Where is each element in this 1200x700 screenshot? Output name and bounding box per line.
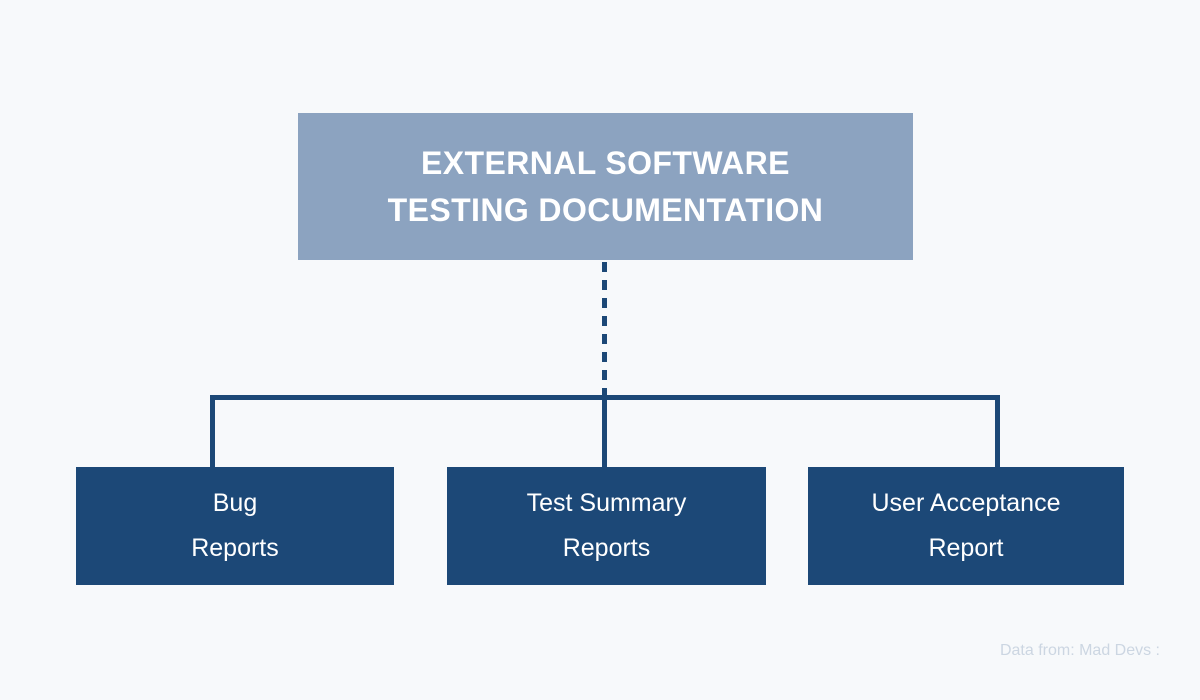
connector-drop-right bbox=[995, 395, 1000, 469]
child-node-label: Test Summary Reports bbox=[526, 489, 687, 562]
child-node-bug-reports[interactable]: Bug Reports bbox=[76, 467, 394, 585]
child-node-label: User Acceptance Report bbox=[871, 489, 1061, 562]
child-node-label: Bug Reports bbox=[191, 489, 279, 562]
child-node-test-summary-reports[interactable]: Test Summary Reports bbox=[447, 467, 766, 585]
root-node-label: External Software Testing Documentation bbox=[387, 144, 824, 228]
connector-drop-left bbox=[210, 395, 215, 469]
attribution-text: Data from: Mad Devs : bbox=[999, 642, 1160, 659]
child-node-user-acceptance-report[interactable]: User Acceptance Report bbox=[808, 467, 1124, 585]
dotted-connector-stem bbox=[602, 262, 607, 398]
root-node-external-software-testing-documentation[interactable]: External Software Testing Documentation bbox=[298, 113, 913, 260]
connector-drop-center bbox=[602, 395, 607, 469]
